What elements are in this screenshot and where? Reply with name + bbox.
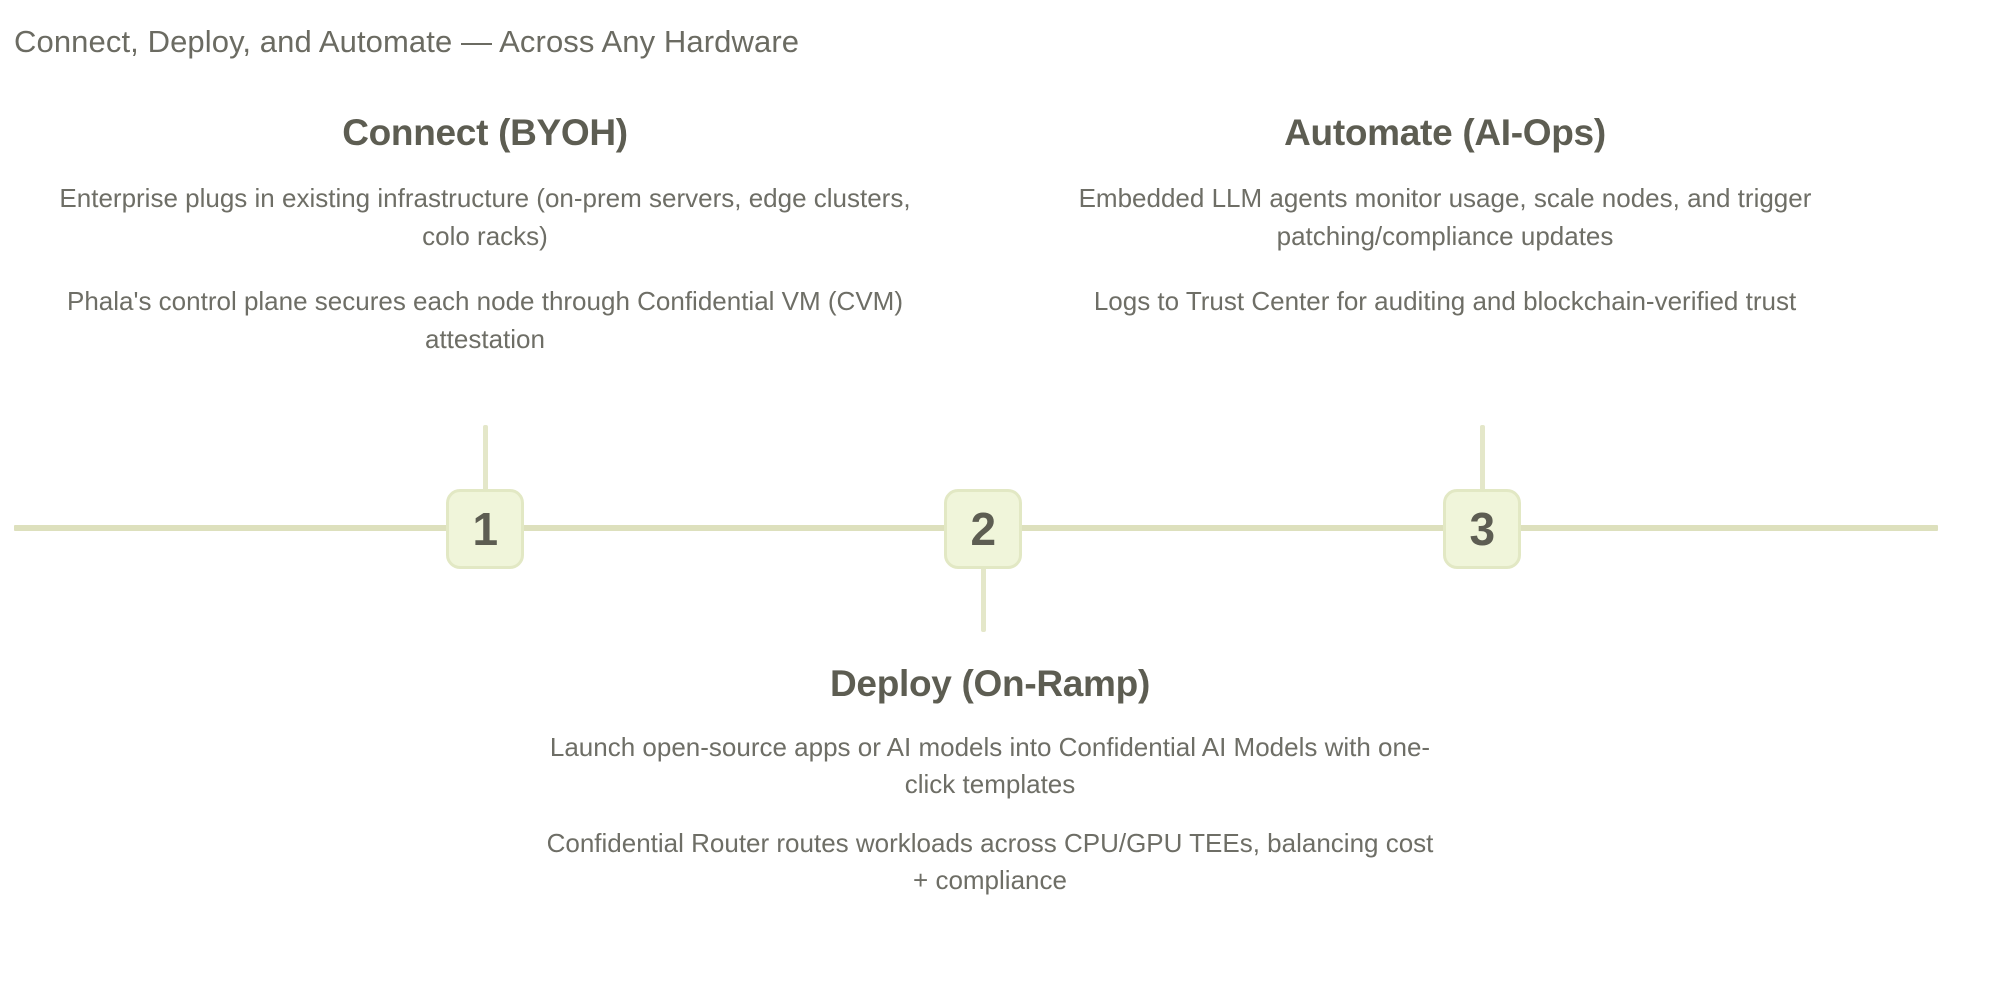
step-heading-deploy: Deploy (On-Ramp) xyxy=(830,663,1150,704)
timeline-marker-step-3[interactable]: 3 xyxy=(1443,489,1521,569)
step-description-automate-2: Logs to Trust Center for auditing and bl… xyxy=(1093,286,1797,317)
step-description-automate-1: Embedded LLM agents monitor usage, scale… xyxy=(1078,183,1812,251)
timeline-marker-step-1[interactable]: 1 xyxy=(446,489,524,569)
step-description-connect-2: Phala's control plane secures each node … xyxy=(67,286,903,355)
timeline-connector-step-1 xyxy=(483,425,488,500)
step-description-deploy-1: Launch open-source apps or AI models int… xyxy=(549,732,1431,799)
timeline-step-deploy: Deploy (On-Ramp) Launch open-source apps… xyxy=(545,663,1435,921)
timeline-marker-step-2[interactable]: 2 xyxy=(944,489,1022,569)
timeline-connector-step-3 xyxy=(1480,425,1485,500)
step-description-connect-1: Enterprise plugs in existing infrastruct… xyxy=(59,183,911,251)
timeline-step-automate: Automate (AI-Ops) Embedded LLM agents mo… xyxy=(1005,112,1885,321)
timeline-step-connect: Connect (BYOH) Enterprise plugs in exist… xyxy=(45,112,925,359)
timeline-connector-step-2 xyxy=(981,560,986,632)
step-heading-automate: Automate (AI-Ops) xyxy=(1284,112,1606,153)
step-heading-connect: Connect (BYOH) xyxy=(342,112,628,153)
step-description-deploy-2: Confidential Router routes workloads acr… xyxy=(546,827,1434,895)
page-title: Connect, Deploy, and Automate — Across A… xyxy=(14,24,800,59)
